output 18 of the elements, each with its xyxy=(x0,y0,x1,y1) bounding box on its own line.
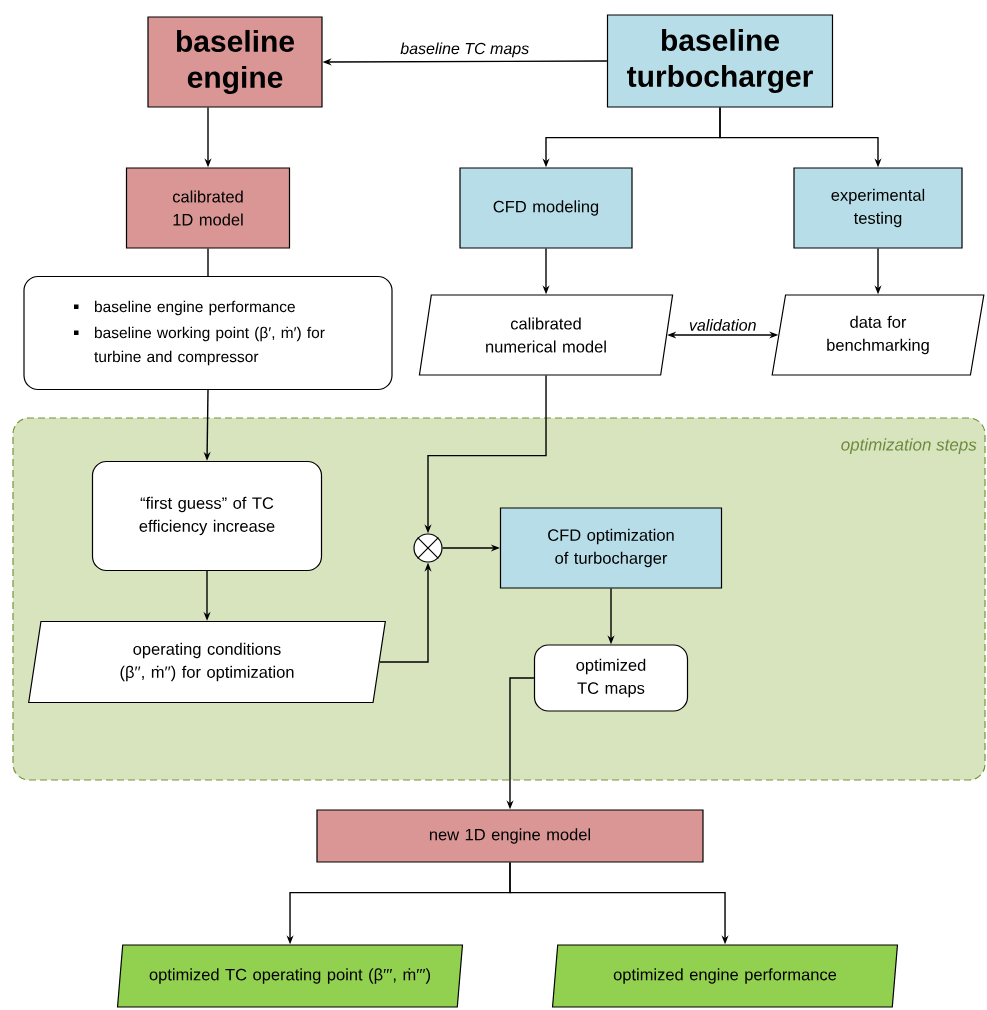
rounded-box: “first guess” of TC efficiency increase xyxy=(91,460,323,572)
edge-label: validation xyxy=(687,318,758,332)
rounded-box: baseline engine performance baseline working point (β′, ṁ′) for turbine and compressor xyxy=(23,275,393,391)
process-box: baseline turbocharger xyxy=(606,14,834,108)
data-parallelogram: data for benchmarking xyxy=(771,294,985,376)
rounded-box: optimized TC maps xyxy=(533,644,689,712)
junction-circle xyxy=(413,533,443,563)
process-box: calibrated 1D model xyxy=(125,167,291,249)
process-box: CFD modeling xyxy=(459,167,633,249)
output-parallelogram: optimized engine performance xyxy=(551,944,899,1008)
output-parallelogram: optimized TC operating point (β′′′, ṁ′′′) xyxy=(116,944,464,1008)
process-box: new 1D engine model xyxy=(316,809,704,863)
data-parallelogram: calibrated numerical model xyxy=(418,294,674,376)
edge-label: baseline TC maps xyxy=(399,41,531,59)
process-box: baseline engine xyxy=(147,16,323,108)
process-box: CFD optimization of turbocharger xyxy=(499,507,723,589)
data-parallelogram: operating conditions (β′′, ṁ′′) for optimization xyxy=(28,620,386,704)
process-box: experimental testing xyxy=(793,167,963,249)
